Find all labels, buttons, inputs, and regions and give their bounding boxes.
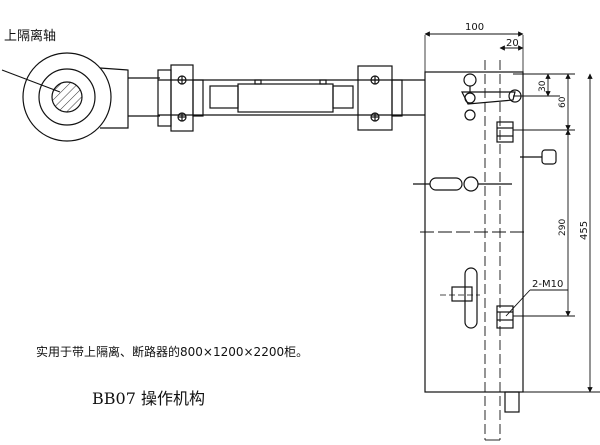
shaft-leader bbox=[1, 69, 61, 93]
shaft-lever bbox=[22, 52, 160, 142]
horizontal-shaft bbox=[158, 79, 425, 116]
dim-30: 30 bbox=[538, 80, 548, 92]
lower-slot bbox=[440, 267, 480, 329]
side-handle bbox=[520, 149, 557, 165]
dim-455: 455 bbox=[579, 221, 590, 240]
drawing-title: BB07 操作机构 bbox=[92, 389, 205, 408]
left-flange bbox=[157, 64, 204, 132]
bottom-rod bbox=[504, 391, 520, 413]
bolt-lower bbox=[496, 305, 514, 329]
bolt-label: 2-M10 bbox=[532, 279, 563, 290]
coupling bbox=[209, 79, 354, 113]
dim-290: 290 bbox=[558, 219, 568, 236]
right-flange bbox=[357, 65, 403, 131]
usage-note: 实用于带上隔离、断路器的800×1200×2200柜。 bbox=[36, 344, 308, 359]
dim-100: 100 bbox=[465, 22, 484, 33]
dim-20: 20 bbox=[506, 38, 519, 49]
top-link bbox=[461, 73, 522, 121]
dimension-lines bbox=[424, 31, 600, 393]
middle-handle bbox=[413, 176, 512, 192]
bolt-upper bbox=[496, 121, 514, 143]
shaft-label: 上隔离轴 bbox=[4, 28, 56, 44]
dim-60: 60 bbox=[558, 96, 568, 108]
mounting-panel bbox=[424, 35, 524, 393]
